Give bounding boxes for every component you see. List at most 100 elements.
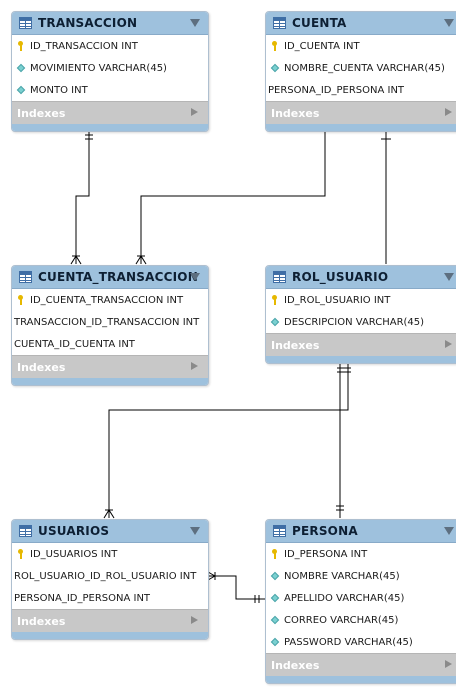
column-text: CORREO VARCHAR(45): [284, 614, 399, 626]
column-row[interactable]: MONTO INT: [12, 79, 208, 101]
column-row[interactable]: ID_USUARIOS INT: [12, 543, 208, 565]
column-row[interactable]: NOMBRE VARCHAR(45): [266, 565, 456, 587]
column-row[interactable]: PERSONA_ID_PERSONA INT: [266, 79, 456, 101]
table-icon: [273, 525, 286, 537]
table-footer: [266, 356, 456, 363]
indexes-section[interactable]: Indexes: [12, 355, 208, 378]
table-header[interactable]: PERSONA: [266, 520, 456, 543]
diamond-icon: [270, 637, 280, 647]
indexes-section[interactable]: Indexes: [12, 609, 208, 632]
column-text: NOMBRE_CUENTA VARCHAR(45): [284, 62, 445, 74]
column-row[interactable]: ID_PERSONA INT: [266, 543, 456, 565]
column-text: ID_ROL_USUARIO INT: [284, 294, 391, 306]
column-row[interactable]: CUENTA_ID_CUENTA INT: [12, 333, 208, 355]
column-text: ID_TRANSACCION INT: [30, 40, 138, 52]
relationship-rol-usuario-persona: [336, 361, 351, 518]
table-icon: [19, 17, 32, 29]
table-rol-usuario[interactable]: ROL_USUARIO ID_ROL_USUARIO INT DESCRIPCION…: [265, 265, 456, 364]
diamond-icon: [270, 571, 280, 581]
table-name: ROL_USUARIO: [292, 270, 389, 284]
table-icon: [19, 271, 32, 283]
column-row[interactable]: DESCRIPCION VARCHAR(45): [266, 311, 456, 333]
column-row[interactable]: APELLIDO VARCHAR(45): [266, 587, 456, 609]
column-row[interactable]: MOVIMIENTO VARCHAR(45): [12, 57, 208, 79]
expand-arrow-icon[interactable]: [445, 660, 452, 668]
key-icon: [270, 41, 280, 51]
expand-arrow-icon[interactable]: [191, 616, 198, 624]
collapse-caret-icon[interactable]: [190, 273, 200, 281]
column-text: CUENTA_ID_CUENTA INT: [14, 338, 135, 350]
table-footer: [266, 124, 456, 131]
relationship-persona-usuarios: [207, 571, 265, 603]
indexes-section[interactable]: Indexes: [266, 101, 456, 124]
collapse-caret-icon[interactable]: [190, 527, 200, 535]
table-name: CUENTA: [292, 16, 347, 30]
column-text: NOMBRE VARCHAR(45): [284, 570, 400, 582]
relationship-transaccion-cuenta-transaccion: [70, 128, 93, 265]
indexes-label: Indexes: [17, 614, 66, 628]
table-footer: [12, 378, 208, 385]
indexes-section[interactable]: Indexes: [266, 333, 456, 356]
table-footer: [12, 124, 208, 131]
expand-arrow-icon[interactable]: [445, 108, 452, 116]
column-row[interactable]: ID_CUENTA_TRANSACCION INT: [12, 289, 208, 311]
key-icon: [270, 549, 280, 559]
relationship-rol-usuario-usuarios: [103, 362, 349, 519]
key-icon: [270, 295, 280, 305]
table-header[interactable]: CUENTA_TRANSACCION: [12, 266, 208, 289]
column-text: ROL_USUARIO_ID_ROL_USUARIO INT: [14, 570, 197, 582]
diamond-icon: [270, 63, 280, 73]
table-name: USUARIOS: [38, 524, 110, 538]
table-cuenta[interactable]: CUENTA ID_CUENTA INT NOMBRE_CUENTA VARCHAR…: [265, 11, 456, 132]
column-text: PERSONA_ID_PERSONA INT: [268, 84, 405, 96]
table-footer: [12, 632, 208, 639]
collapse-caret-icon[interactable]: [444, 527, 454, 535]
table-transaccion[interactable]: TRANSACCION ID_TRANSACCION INT MOVIMIENTO …: [11, 11, 209, 132]
indexes-label: Indexes: [271, 338, 320, 352]
column-row[interactable]: ID_TRANSACCION INT: [12, 35, 208, 57]
column-row[interactable]: ID_CUENTA INT: [266, 35, 456, 57]
indexes-section[interactable]: Indexes: [266, 653, 456, 676]
column-text: ID_PERSONA INT: [284, 548, 368, 560]
table-usuarios[interactable]: USUARIOS ID_USUARIOS INT ROL_USUARIO_ID_RO…: [11, 519, 209, 640]
column-row[interactable]: NOMBRE_CUENTA VARCHAR(45): [266, 57, 456, 79]
table-footer: [266, 676, 456, 683]
table-header[interactable]: TRANSACCION: [12, 12, 208, 35]
table-name: CUENTA_TRANSACCION: [38, 270, 198, 284]
indexes-section[interactable]: Indexes: [12, 101, 208, 124]
collapse-caret-icon[interactable]: [190, 19, 200, 27]
expand-arrow-icon[interactable]: [191, 362, 198, 370]
table-name: TRANSACCION: [38, 16, 138, 30]
expand-arrow-icon[interactable]: [445, 340, 452, 348]
column-row[interactable]: TRANSACCION_ID_TRANSACCION INT: [12, 311, 208, 333]
table-header[interactable]: CUENTA: [266, 12, 456, 35]
table-header[interactable]: ROL_USUARIO: [266, 266, 456, 289]
column-text: MOVIMIENTO VARCHAR(45): [30, 62, 167, 74]
key-icon: [16, 295, 26, 305]
column-row[interactable]: ID_ROL_USUARIO INT: [266, 289, 456, 311]
column-text: APELLIDO VARCHAR(45): [284, 592, 405, 604]
table-header[interactable]: USUARIOS: [12, 520, 208, 543]
column-text: MONTO INT: [30, 84, 88, 96]
column-row[interactable]: ROL_USUARIO_ID_ROL_USUARIO INT: [12, 565, 208, 587]
indexes-label: Indexes: [17, 106, 66, 120]
expand-arrow-icon[interactable]: [191, 108, 198, 116]
diamond-icon: [270, 615, 280, 625]
diamond-icon: [270, 317, 280, 327]
table-persona[interactable]: PERSONA ID_PERSONA INT NOMBRE VARCHAR(45) A…: [265, 519, 456, 684]
column-row[interactable]: PASSWORD VARCHAR(45): [266, 631, 456, 653]
table-icon: [273, 271, 286, 283]
table-icon: [19, 525, 32, 537]
column-row[interactable]: PERSONA_ID_PERSONA INT: [12, 587, 208, 609]
key-icon: [16, 41, 26, 51]
table-icon: [273, 17, 286, 29]
indexes-label: Indexes: [17, 360, 66, 374]
column-text: DESCRIPCION VARCHAR(45): [284, 316, 425, 328]
indexes-label: Indexes: [271, 658, 320, 672]
collapse-caret-icon[interactable]: [444, 273, 454, 281]
collapse-caret-icon[interactable]: [444, 19, 454, 27]
table-cuenta-transaccion[interactable]: CUENTA_TRANSACCION ID_CUENTA_TRANSACCION …: [11, 265, 209, 386]
diamond-icon: [16, 85, 26, 95]
diamond-icon: [270, 593, 280, 603]
column-row[interactable]: CORREO VARCHAR(45): [266, 609, 456, 631]
